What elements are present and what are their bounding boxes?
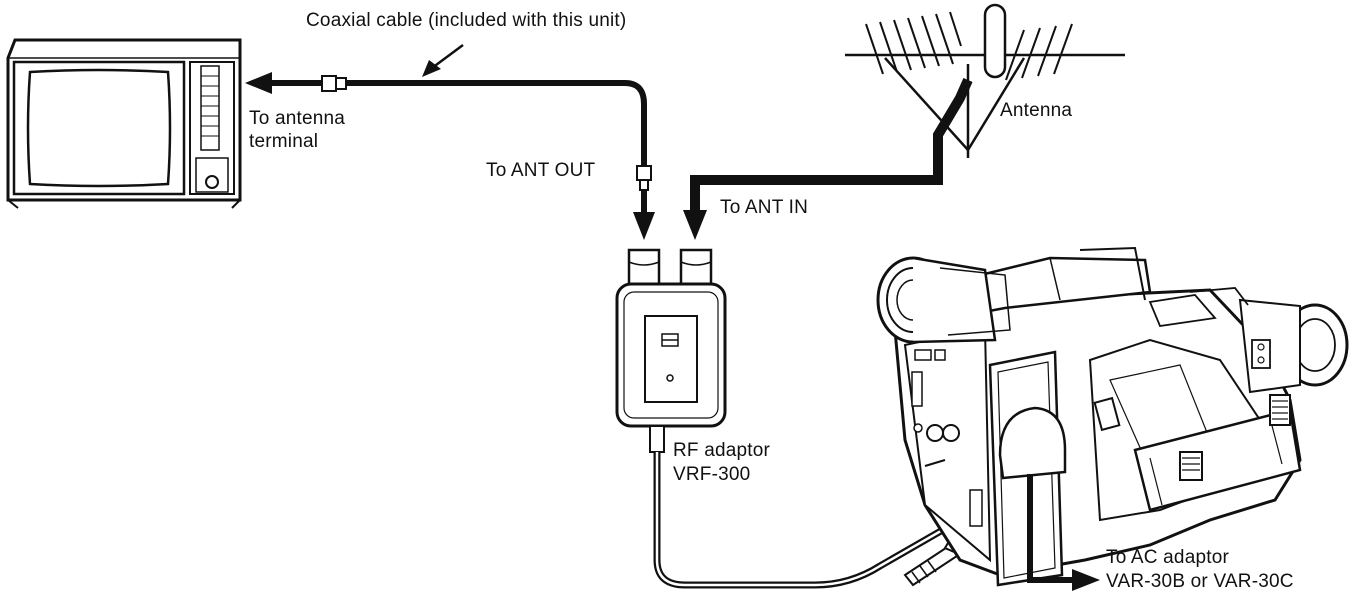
- to-antenna-terminal-label-line1: To antenna: [249, 108, 346, 129]
- television: [6, 38, 242, 209]
- ac-adaptor-cable: [1027, 474, 1100, 591]
- rf-adaptor-label-line1: RF adaptor: [673, 440, 771, 461]
- to-ac-adaptor-label-line1: To AC adaptor: [1106, 547, 1230, 568]
- antenna-label: Antenna: [1000, 100, 1073, 121]
- to-ant-in-label: To ANT IN: [720, 197, 809, 218]
- to-ac-adaptor-label-line2: VAR-30B or VAR-30C: [1106, 571, 1294, 592]
- coaxial-cable: [245, 43, 655, 240]
- antenna: [683, 3, 1125, 240]
- coaxial-cable-label: Coaxial cable (included with this unit): [306, 10, 627, 31]
- to-antenna-terminal-label-line2: terminal: [249, 131, 319, 152]
- camcorder: [876, 246, 1349, 587]
- to-ant-out-label: To ANT OUT: [486, 160, 596, 181]
- rf-adaptor-label-line2: VRF-300: [673, 464, 751, 485]
